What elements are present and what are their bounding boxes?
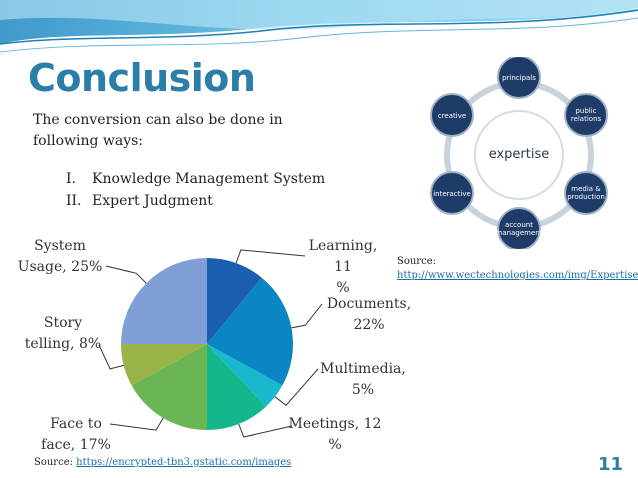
pie-leader-line — [98, 344, 124, 370]
diagram-node-interactive: interactive — [430, 171, 474, 215]
page-number: 11 — [598, 454, 624, 475]
diagram-source-link[interactable]: http://www.wectechnologies.com/img/Exper… — [397, 270, 638, 281]
pie-leader-line — [109, 417, 164, 431]
pie-label-meetings: Meetings, 12 % — [288, 414, 382, 456]
list-item-number: II. — [66, 193, 82, 209]
pie-label-system-usage: System Usage, 25% — [12, 236, 108, 278]
pie-leader-line — [105, 265, 147, 284]
pie-leader-line — [274, 368, 319, 406]
list-item-text: Expert Judgment — [92, 193, 213, 209]
pie-label-line: face, 17% — [41, 437, 111, 453]
list-item-number: I. — [66, 171, 76, 187]
pie-slice-story-telling — [121, 344, 207, 386]
pie-leader-line — [235, 249, 306, 264]
pie-label-learning: Learning, 11 % — [298, 236, 388, 299]
pie-label-line: Documents, — [326, 296, 412, 312]
pie-slice-multimedia — [207, 344, 283, 407]
pie-label-line: Face to — [50, 416, 102, 432]
pie-label-line: Multimedia, — [320, 361, 406, 377]
pie-slice-meetings — [207, 344, 266, 430]
pie-slice-system-usage — [121, 258, 207, 344]
pie-label-documents: Documents, 22% — [322, 294, 416, 336]
pie-label-line: Learning, 11 — [308, 238, 378, 275]
pie-label-line: 5% — [351, 382, 375, 398]
pie-leader-line — [238, 423, 293, 438]
pie-label-line: Story — [43, 315, 83, 331]
footer-source-link[interactable]: https://encrypted-tbn3.gstatic.com/image… — [76, 457, 292, 468]
pie-label-multimedia: Multimedia, 5% — [316, 359, 410, 401]
pie-leader-line — [291, 303, 323, 329]
pie-slice-face-to-face — [131, 344, 207, 430]
expertise-center-label: expertise — [489, 147, 550, 162]
pie-label-line: % — [336, 280, 350, 296]
pie-label-face-to-face: Face to face, 17% — [28, 414, 124, 456]
slide-title: Conclusion — [28, 56, 256, 100]
methods-list: I. Knowledge Management System II. Expert … — [66, 168, 325, 212]
pie-label-line: System — [34, 238, 86, 254]
diagram-node-principals: principals — [497, 57, 541, 99]
diagram-node-label: principals — [502, 74, 536, 82]
pie-label-line: Usage, 25% — [17, 259, 103, 275]
pie-label-line: % — [328, 437, 342, 453]
diagram-source: Source: http://www.wectechnologies.com/i… — [397, 255, 638, 283]
diagram-node-label: interactive — [433, 190, 471, 198]
diagram-node-creative: creative — [430, 93, 474, 137]
footer-source-label: Source: — [34, 457, 73, 468]
list-item: II. Expert Judgment — [66, 190, 325, 212]
pie-label-story-telling: Story telling, 8% — [18, 313, 108, 355]
intro-text: The conversion can also be done in follo… — [33, 112, 283, 149]
pie-label-line: 22% — [353, 317, 385, 333]
footer-source: Source: https://encrypted-tbn3.gstatic.c… — [34, 457, 291, 468]
diagram-node-label: media &production — [567, 185, 605, 201]
list-item-text: Knowledge Management System — [92, 171, 326, 187]
header-wave-decoration — [0, 0, 638, 53]
pie-label-line: telling, 8% — [24, 336, 102, 352]
diagram-source-label: Source: — [397, 256, 436, 267]
diagram-node-media-production: media &production — [564, 171, 608, 215]
pie-slice-documents — [207, 277, 293, 386]
expertise-hub — [474, 110, 564, 200]
diagram-node-label: creative — [438, 112, 466, 120]
pie-label-line: Meetings, 12 — [288, 416, 382, 432]
pie-slice-learning — [207, 258, 262, 344]
list-item: I. Knowledge Management System — [66, 168, 325, 190]
